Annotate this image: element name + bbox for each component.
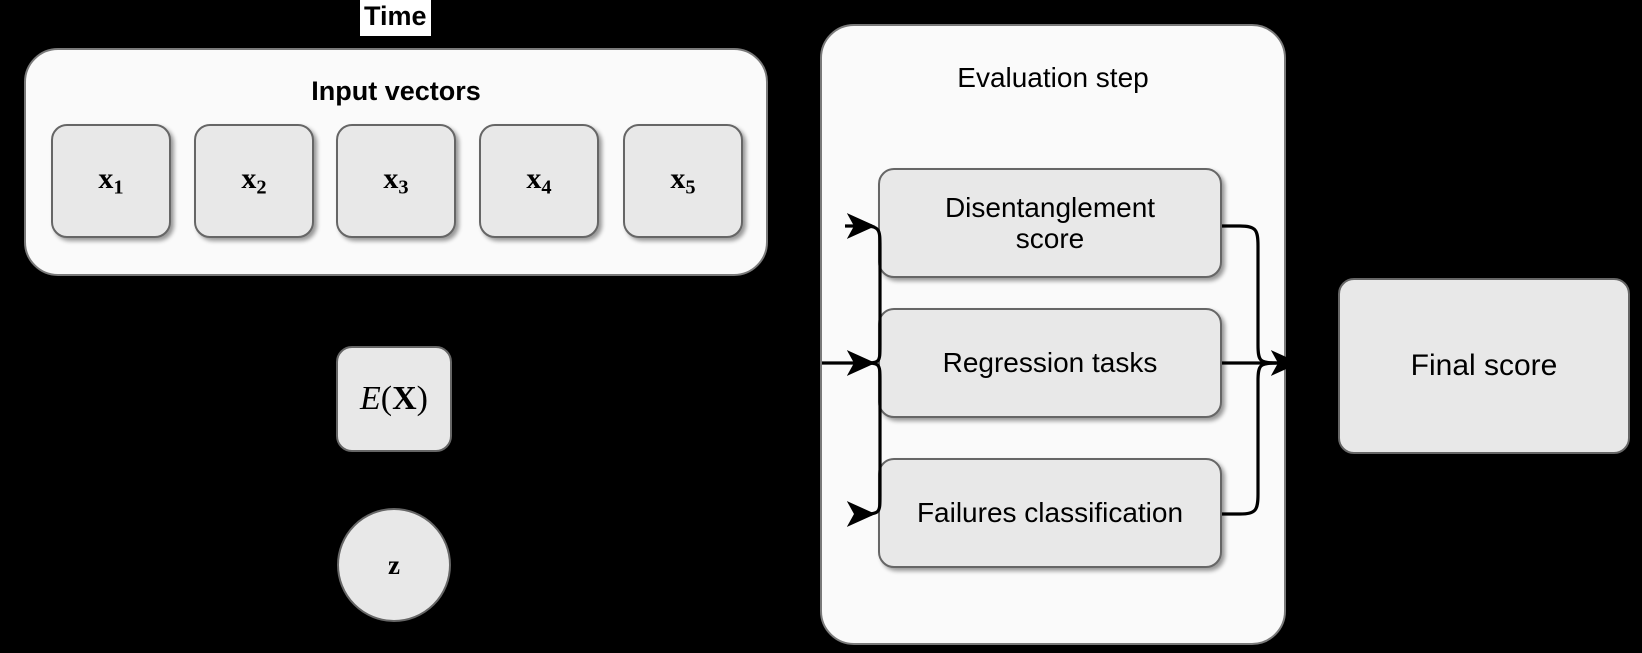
input-vector-label-1: x1 [98, 161, 124, 199]
task-box-failures-classification[interactable]: Failures classification [878, 458, 1222, 568]
final-score-node[interactable]: Final score [1338, 278, 1630, 454]
latent-label: z [388, 549, 400, 580]
final-score-label: Final score [1410, 349, 1558, 383]
input-vector-label-3: x3 [383, 161, 409, 199]
input-vector-box-2[interactable]: x2 [194, 124, 314, 238]
evaluation-step-title: Evaluation step [957, 62, 1149, 93]
input-vector-box-1[interactable]: x1 [51, 124, 171, 238]
encoder-label: E(X) [360, 380, 428, 417]
input-vectors-title: Input vectors [311, 76, 481, 106]
task-label-failures-classification: Failures classification [916, 497, 1184, 529]
input-vector-label-4: x4 [526, 161, 552, 199]
input-vector-box-5[interactable]: x5 [623, 124, 743, 238]
latent-node[interactable]: z [337, 508, 451, 622]
time-label: Time [360, 0, 431, 36]
encoder-node[interactable]: E(X) [336, 346, 452, 452]
input-vector-label-5: x5 [670, 161, 696, 199]
input-vector-box-4[interactable]: x4 [479, 124, 599, 238]
task-label-regression-tasks: Regression tasks [942, 347, 1158, 379]
input-vector-box-3[interactable]: x3 [336, 124, 456, 238]
input-vector-label-2: x2 [241, 161, 267, 199]
task-box-regression-tasks[interactable]: Regression tasks [878, 308, 1222, 418]
